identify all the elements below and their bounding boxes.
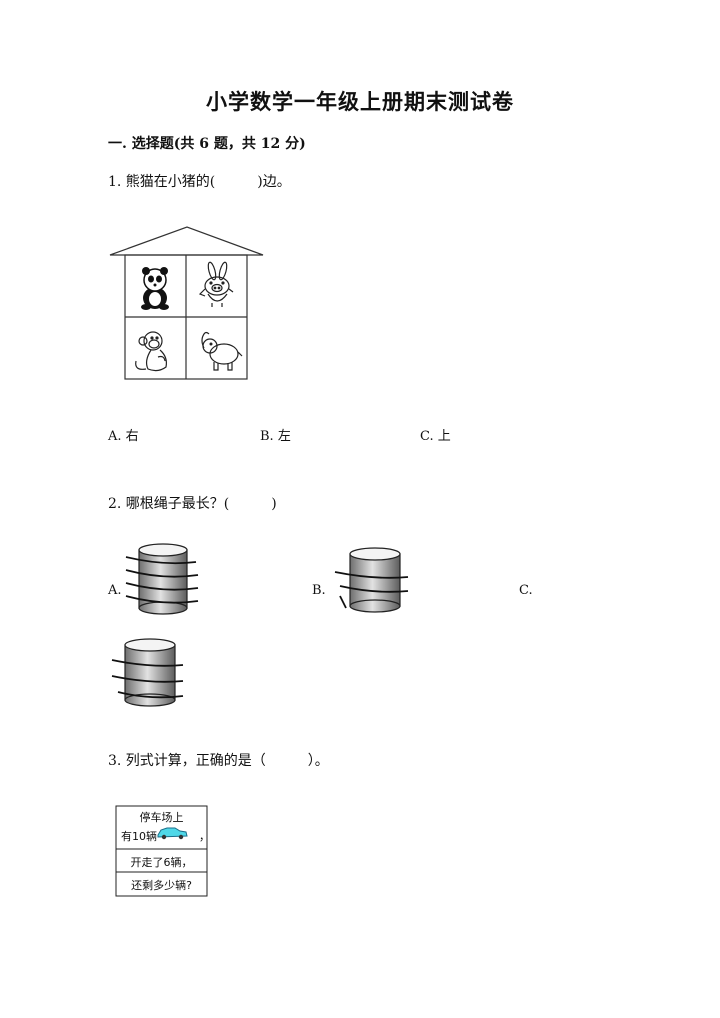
cylinder-c-icon	[111, 638, 184, 707]
question-1-option-c[interactable]: C. 上	[420, 429, 451, 444]
question-1-option-a[interactable]: A. 右	[108, 429, 139, 444]
question-2-text: 2. 哪根绳子最长？( )	[108, 496, 277, 512]
car-icon	[157, 827, 188, 840]
question-1-option-b[interactable]: B. 左	[260, 429, 291, 444]
panda-icon	[141, 267, 169, 310]
question-2-option-b[interactable]: B.	[312, 583, 326, 598]
question-3-text: 3. 列式计算，正确的是（ ）。	[108, 753, 329, 769]
monkey-icon	[135, 331, 167, 372]
question-1-text: 1. 熊猫在小猪的( )边。	[108, 174, 291, 190]
box-line-2-comma: ，	[199, 830, 210, 843]
cylinder-b-icon	[334, 547, 409, 613]
elephant-icon	[201, 331, 243, 371]
box-line-1: 停车场上	[139, 811, 184, 824]
cylinder-a-icon	[125, 543, 199, 615]
pig-icon	[198, 261, 234, 307]
question-2-option-c[interactable]: C.	[519, 583, 533, 598]
section-heading: 一. 选择题(共 6 题，共 12 分)	[108, 136, 306, 152]
box-line-4: 还剩多少辆?	[131, 879, 192, 892]
box-line-2: 有10辆	[121, 830, 157, 843]
page-title: 小学数学一年级上册期末测试卷	[206, 89, 514, 114]
box-line-3: 开走了6辆，	[130, 856, 193, 869]
question-2-option-a[interactable]: A.	[108, 583, 122, 598]
